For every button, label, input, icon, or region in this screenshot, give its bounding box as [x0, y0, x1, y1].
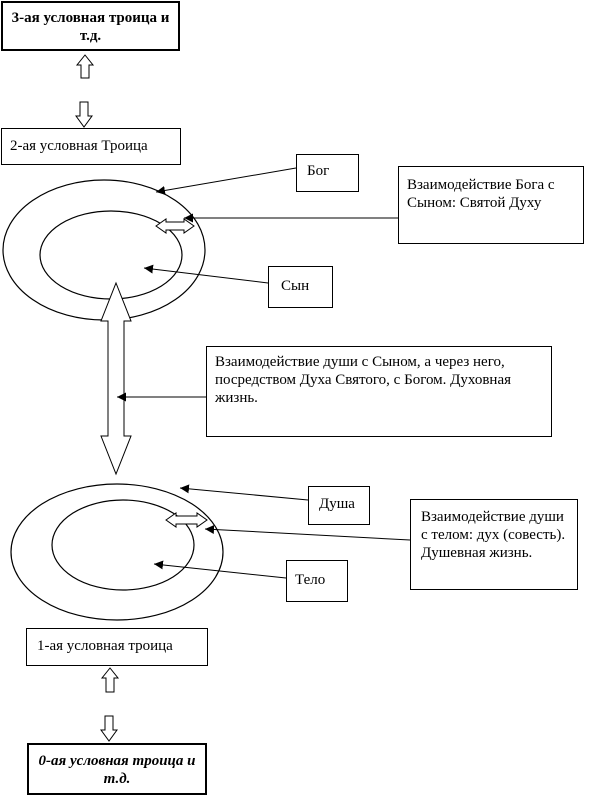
body-box: Тело [286, 560, 348, 602]
pointer-soul [179, 484, 309, 501]
hollow-up-arrow-bottom [100, 667, 120, 693]
hollow-down-arrow-top [75, 101, 93, 128]
pointer-body [153, 560, 287, 579]
first-trinity-box: 1-ая условная троица [26, 628, 208, 666]
second-trinity-box: 2-ая условная Троица [1, 128, 181, 165]
hollow-double-arrow-upper [155, 218, 195, 234]
god-son-interaction-box: Взаимодействие Бога с Сыном: Святой Духу [398, 166, 584, 244]
hollow-up-arrow-top [75, 54, 95, 79]
hollow-double-arrow-vertical [100, 281, 132, 476]
pointer-god [155, 167, 297, 195]
pointer-soul-body-interaction [204, 524, 411, 541]
soul-body-interaction-box: Взаимодействие души с телом: дух (совест… [410, 499, 578, 590]
son-box: Сын [268, 266, 333, 308]
outer-ellipse-lower [10, 483, 224, 621]
soul-box: Душа [308, 486, 370, 525]
pointer-son [143, 264, 269, 284]
god-box: Бог [296, 154, 359, 192]
inner-ellipse-lower [51, 499, 195, 591]
hollow-down-arrow-bottom [100, 715, 118, 742]
soul-son-interaction-box: Взаимодействие души с Сыном, а через нег… [206, 346, 552, 437]
zero-trinity-box: 0-ая условная троица и т.д. [27, 743, 207, 795]
third-trinity-box: 3-ая условная троица и т.д. [1, 1, 180, 51]
hollow-double-arrow-lower [165, 512, 208, 528]
